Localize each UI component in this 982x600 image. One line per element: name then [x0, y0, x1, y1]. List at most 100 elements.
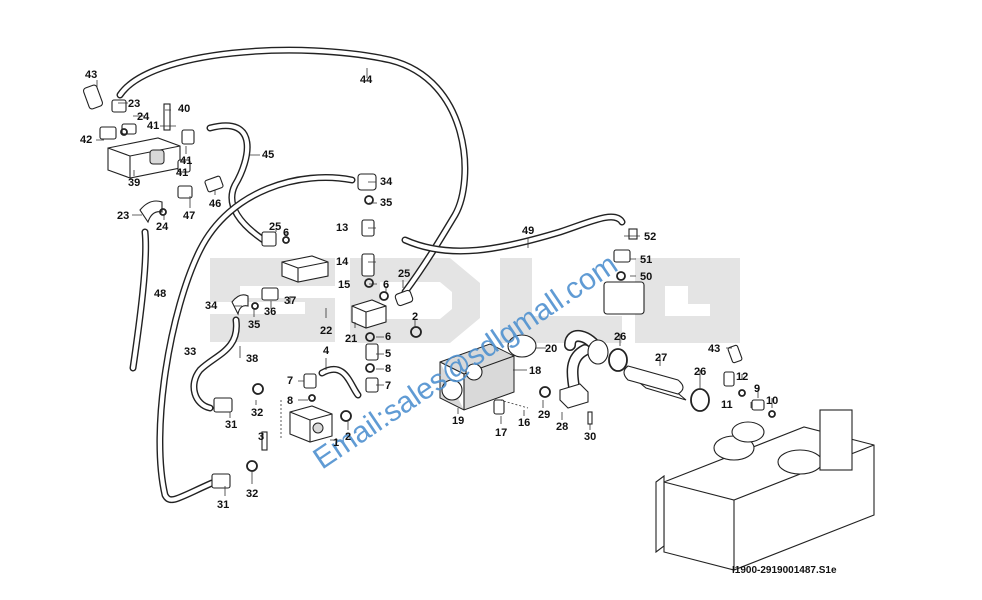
- fitting-31-b: [211, 473, 231, 489]
- o-ring-10: [768, 410, 776, 418]
- clamp-26-a: [587, 339, 609, 365]
- callout-45: 45: [262, 149, 274, 161]
- callout-24: 24: [156, 221, 169, 233]
- plug-52: [628, 228, 638, 240]
- callout-46: 46: [209, 198, 221, 210]
- o-ring-15: [364, 278, 374, 288]
- callout-28: 28: [556, 421, 568, 433]
- callout-32: 32: [246, 488, 258, 500]
- callout-23: 23: [117, 210, 129, 222]
- callout-10: 10: [766, 395, 778, 407]
- leader-lines: [96, 68, 773, 496]
- o-ring-35-a: [364, 195, 374, 205]
- o-ring-24-a: [120, 128, 128, 136]
- hoses: [116, 46, 626, 504]
- fitting-46: [204, 175, 224, 193]
- fitting-51: [613, 249, 631, 263]
- fitting-9: [751, 399, 765, 411]
- fitting-25-b: [394, 289, 414, 307]
- o-ring-2-a: [410, 326, 422, 338]
- fitting-43: [82, 84, 104, 110]
- callout-23: 23: [128, 98, 140, 110]
- sensor-43-b: [727, 344, 743, 364]
- callout-26: 26: [614, 331, 626, 343]
- callout-17: 17: [495, 427, 507, 439]
- fitting-7-b: [303, 373, 317, 389]
- flange-28: [559, 383, 589, 409]
- fitting-5: [365, 343, 379, 361]
- callout-7: 7: [385, 380, 391, 392]
- o-ring-8-a: [365, 363, 375, 373]
- drawing-reference-code: I1900-2919001487.S1e: [732, 565, 837, 576]
- callout-39: 39: [128, 177, 140, 189]
- callout-44: 44: [360, 74, 373, 86]
- callout-32: 32: [251, 407, 263, 419]
- fitting-23: [111, 99, 127, 113]
- callout-6: 6: [283, 227, 289, 239]
- callout-24: 24: [137, 111, 150, 123]
- callout-42: 42: [80, 134, 92, 146]
- callout-34: 34: [380, 176, 393, 188]
- callout-25: 25: [269, 221, 281, 233]
- fitting-25-a: [261, 231, 277, 247]
- gasket-20: [507, 334, 537, 358]
- callout-12: 12: [736, 371, 748, 383]
- o-ring-24-b: [159, 208, 167, 216]
- clamp-26-b: [608, 348, 628, 372]
- callout-26: 26: [694, 366, 706, 378]
- filter-housing-50: [603, 281, 645, 315]
- callout-6: 6: [383, 279, 389, 291]
- valve-body-1: [289, 405, 333, 443]
- callout-4: 4: [323, 345, 330, 357]
- tube-27-body: [623, 365, 684, 395]
- o-ring-50: [616, 271, 626, 281]
- callout-51: 51: [640, 254, 652, 266]
- callout-31: 31: [225, 419, 237, 431]
- callout-18: 18: [529, 365, 541, 377]
- o-ring-32-a: [252, 383, 264, 395]
- callout-33: 33: [184, 346, 196, 358]
- bolt-3: [261, 431, 268, 451]
- fitting-47: [177, 185, 193, 199]
- callout-49: 49: [522, 225, 534, 237]
- o-rings: [120, 128, 776, 472]
- callout-6: 6: [385, 331, 391, 343]
- callout-13: 13: [336, 222, 348, 234]
- callout-3: 3: [258, 431, 264, 443]
- callout-22: 22: [320, 325, 332, 337]
- callout-19: 19: [452, 415, 464, 427]
- callout-25: 25: [398, 268, 410, 280]
- callout-41: 41: [180, 155, 192, 167]
- o-ring-12: [738, 389, 746, 397]
- callout-38: 38: [246, 353, 258, 365]
- callout-16: 16: [518, 417, 530, 429]
- hose-44: [116, 46, 469, 296]
- callout-2: 2: [345, 431, 351, 443]
- elbow-34-b: [231, 294, 249, 316]
- callout-48: 48: [154, 288, 166, 300]
- callout-27: 27: [655, 352, 667, 364]
- callout-40: 40: [178, 103, 190, 115]
- callout-31: 31: [217, 499, 229, 511]
- fitting-31-a: [213, 397, 233, 413]
- o-ring-29: [539, 386, 551, 398]
- callout-52: 52: [644, 231, 656, 243]
- callout-37: 37: [284, 295, 296, 307]
- callout-1: 1: [333, 437, 339, 449]
- valve-block-39: [107, 137, 181, 179]
- callout-34: 34: [205, 300, 218, 312]
- o-ring-6-b: [379, 291, 389, 301]
- o-ring-32-b: [246, 460, 258, 472]
- callout-35: 35: [248, 319, 260, 331]
- elbow-23-b: [139, 200, 163, 224]
- watermark-letter-g: [635, 258, 740, 343]
- callout-36: 36: [264, 306, 276, 318]
- hydraulic-tank: [655, 409, 875, 571]
- callout-47: 47: [183, 210, 195, 222]
- callout-30: 30: [584, 431, 596, 443]
- fitting-41-a: [181, 129, 195, 145]
- callout-14: 14: [336, 256, 349, 268]
- o-ring-35-b: [251, 302, 259, 310]
